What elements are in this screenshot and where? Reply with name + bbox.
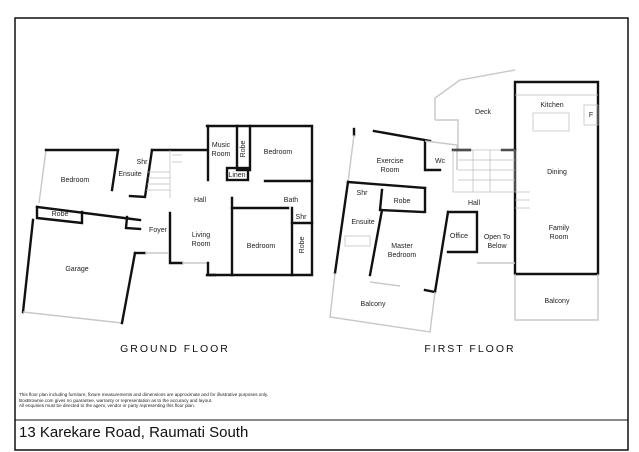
- ground-floor-labels: Bedroom Ensuite Shr Robe Garage Foyer Ha…: [52, 141, 307, 273]
- room-label-robe-right: Robe: [299, 237, 306, 254]
- room-label-shower: Shr: [137, 159, 149, 166]
- property-address: 13 Karekare Road, Raumati South: [19, 424, 249, 441]
- room-label-ensuite: Ensuite: [351, 219, 374, 226]
- room-label-linen: Linen: [228, 172, 245, 179]
- room-label-foyer: Foyer: [149, 227, 168, 234]
- page-frame: [14, 17, 629, 451]
- room-label-balcony-left: Balcony: [361, 301, 386, 308]
- room-label-hall: Hall: [194, 197, 207, 204]
- room-label-hall: Hall: [468, 200, 481, 207]
- room-label-master-bedroom: Master: [391, 243, 413, 250]
- room-label-ensuite: Ensuite: [118, 171, 141, 178]
- room-label-garage: Garage: [65, 266, 88, 273]
- first-floor-plan: [329, 69, 600, 333]
- room-label-kitchen: Kitchen: [540, 102, 563, 109]
- room-label-family-room-2: Room: [550, 234, 569, 241]
- room-label-exercise-room-2: Room: [381, 167, 400, 174]
- room-label-living-room: Living: [192, 232, 210, 239]
- room-label-shower: Shr: [357, 190, 369, 197]
- disclaimer-line: All enquiries must be directed to the ag…: [19, 403, 195, 409]
- disclaimer: This floor plan including furniture, fix…: [19, 392, 268, 409]
- room-label-dining: Dining: [547, 169, 567, 176]
- room-label-music-room: Music: [212, 142, 231, 149]
- disclaimer-line: This floor plan including furniture, fix…: [19, 392, 269, 397]
- room-label-robe: Robe: [52, 211, 69, 218]
- room-label-robe-music: Robe: [240, 141, 247, 158]
- room-label-exercise-room: Exercise: [377, 158, 404, 165]
- room-label-bath: Bath: [284, 197, 299, 204]
- first-floor-labels: Deck Kitchen F Exercise Room Wc Dining S…: [351, 102, 593, 308]
- room-label-family-room: Family: [549, 225, 570, 232]
- room-label-open-to-below-2: Below: [487, 243, 507, 250]
- room-label-fridge: F: [589, 112, 593, 119]
- first-floor-title: FIRST FLOOR: [424, 343, 515, 355]
- room-label-office: Office: [450, 233, 468, 240]
- room-label-shower-bath: Shr: [296, 214, 308, 221]
- disclaimer-line: BoxBrownie.com gives no guarantee, warra…: [19, 397, 213, 403]
- room-label-deck: Deck: [475, 109, 491, 116]
- room-label-bedroom-bottom: Bedroom: [247, 243, 276, 250]
- ground-floor-title: GROUND FLOOR: [120, 343, 230, 355]
- room-label-bedroom: Bedroom: [61, 177, 90, 184]
- room-label-balcony-right: Balcony: [545, 298, 570, 305]
- room-label-open-to-below: Open To: [484, 234, 510, 241]
- ground-floor-plan: [21, 124, 314, 325]
- room-label-living-room-2: Room: [192, 241, 211, 248]
- room-label-wc: Wc: [435, 158, 446, 165]
- room-label-music-room-2: Room: [212, 151, 231, 158]
- room-label-bedroom-top: Bedroom: [264, 149, 293, 156]
- room-label-robe: Robe: [394, 198, 411, 205]
- room-label-master-bedroom-2: Bedroom: [388, 252, 417, 259]
